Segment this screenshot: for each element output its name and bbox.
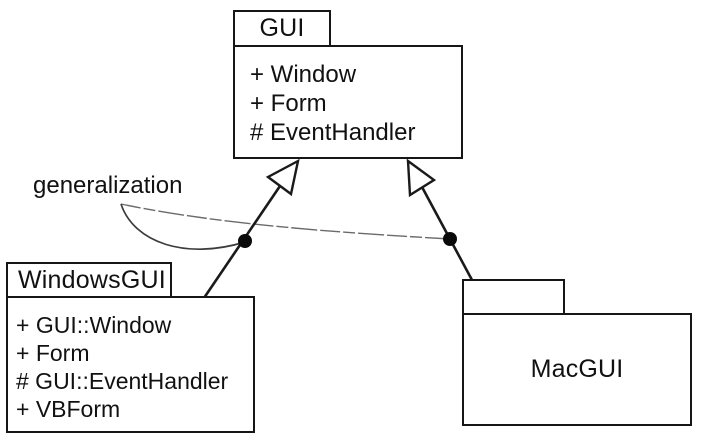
package-member: + GUI::Window <box>16 312 172 338</box>
package-gui-body: + Window + Form # EventHandler <box>233 45 463 159</box>
package-gui-members: + Window + Form # EventHandler <box>235 47 461 147</box>
package-windowsgui-body: + GUI::Window + Form # GUI::EventHandler… <box>6 296 255 433</box>
generalization-arrowhead-macgui <box>406 158 437 198</box>
generalization-arrowhead-windowsgui <box>265 158 300 197</box>
package-member: + VBForm <box>16 396 121 422</box>
package-member: + Form <box>16 340 90 366</box>
package-windowsgui-tab: WindowsGUI <box>6 262 172 298</box>
package-member: # GUI::EventHandler <box>16 368 229 394</box>
annotation-dot-macgui <box>443 232 457 246</box>
generalization-label: generalization <box>33 172 183 199</box>
package-macgui-name: MacGUI <box>530 355 624 383</box>
package-gui-tab: GUI <box>233 10 331 47</box>
package-gui-name: GUI <box>259 14 305 42</box>
package-macgui-tab <box>462 279 565 315</box>
annotation-leader-curve-windowsgui <box>120 203 246 250</box>
package-windowsgui-name: WindowsGUI <box>18 265 166 294</box>
annotation-leader-line-macgui <box>120 203 451 240</box>
package-member: # EventHandler <box>250 119 416 146</box>
package-macgui-body: MacGUI <box>462 313 692 426</box>
package-member: + Form <box>250 90 327 117</box>
annotation-dot-windowsgui <box>238 234 252 248</box>
package-windowsgui-members: + GUI::Window + Form # GUI::EventHandler… <box>8 298 253 423</box>
package-member: + Window <box>250 61 357 88</box>
